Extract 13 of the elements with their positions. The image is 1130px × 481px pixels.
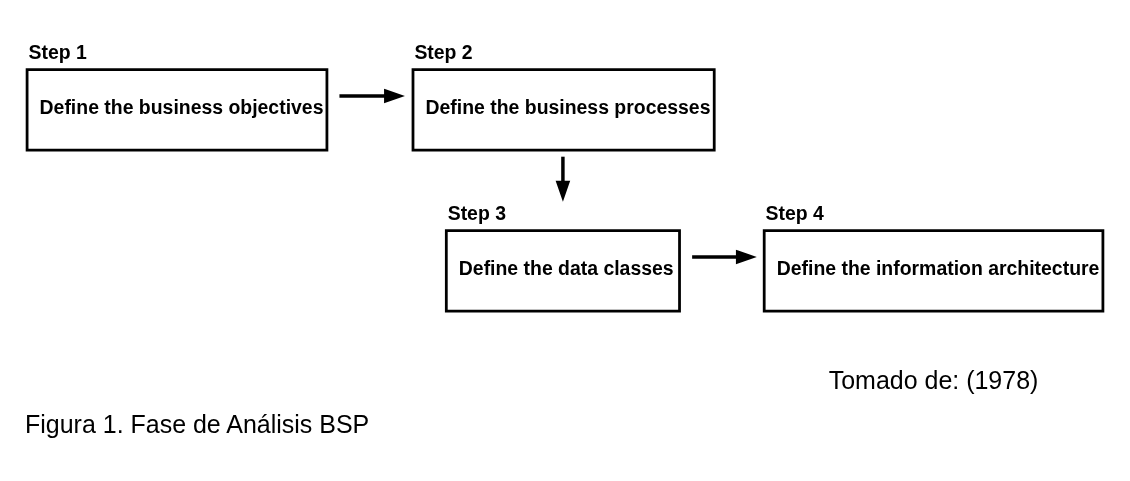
node-box: Define the data classes — [444, 228, 681, 312]
node-label: Step 2 — [414, 40, 473, 63]
node-label: Step 4 — [765, 201, 824, 224]
node-box: Define the business processes — [411, 67, 716, 151]
node-box: Define the business objectives — [25, 67, 329, 151]
arrow — [339, 88, 405, 103]
caption: Figura 1. Fase de Análisis BSP — [25, 409, 370, 438]
node-box: Define the information architecture — [762, 228, 1105, 312]
arrow — [692, 249, 757, 264]
node-label: Step 3 — [447, 201, 506, 224]
arrow — [555, 156, 571, 202]
label: Tomado de: (1978) — [828, 365, 1039, 394]
node-label: Step 1 — [28, 40, 87, 63]
